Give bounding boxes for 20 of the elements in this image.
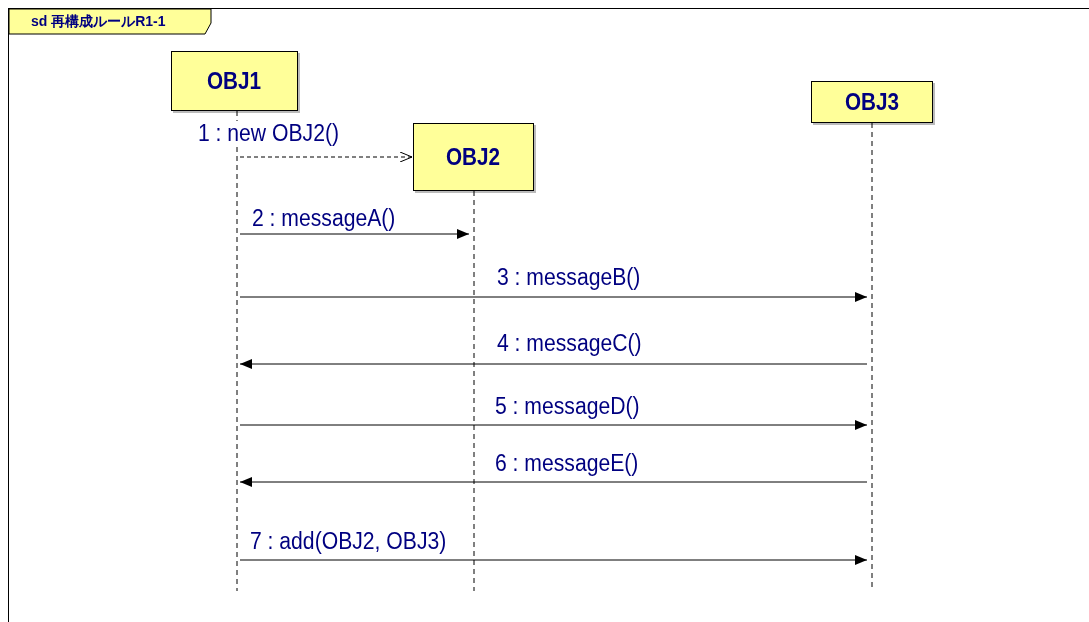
message-arrow <box>239 359 868 369</box>
lifeline <box>470 191 478 591</box>
message-arrow <box>239 292 868 302</box>
message-label: 4 : messageC() <box>496 331 643 355</box>
message-label: 7 : add(OBJ2, OBJ3) <box>249 529 448 553</box>
frame-title: sd 再構成ルールR1-1 <box>31 13 166 31</box>
message-label: 6 : messageE() <box>494 451 640 475</box>
message-arrow <box>239 420 868 430</box>
message-arrow <box>239 229 470 239</box>
message-label: 5 : messageD() <box>494 394 641 418</box>
create-message-arrow <box>239 151 413 163</box>
message-arrow <box>239 477 868 487</box>
diagram-frame <box>8 8 1089 622</box>
message-label: 3 : messageB() <box>496 265 642 289</box>
object-box: OBJ1 <box>171 51 298 111</box>
message-arrow <box>239 555 868 565</box>
object-box: OBJ3 <box>811 81 933 123</box>
object-box: OBJ2 <box>413 123 534 191</box>
message-label: 1 : new OBJ2() <box>197 121 340 145</box>
message-label: 2 : messageA() <box>251 206 397 230</box>
